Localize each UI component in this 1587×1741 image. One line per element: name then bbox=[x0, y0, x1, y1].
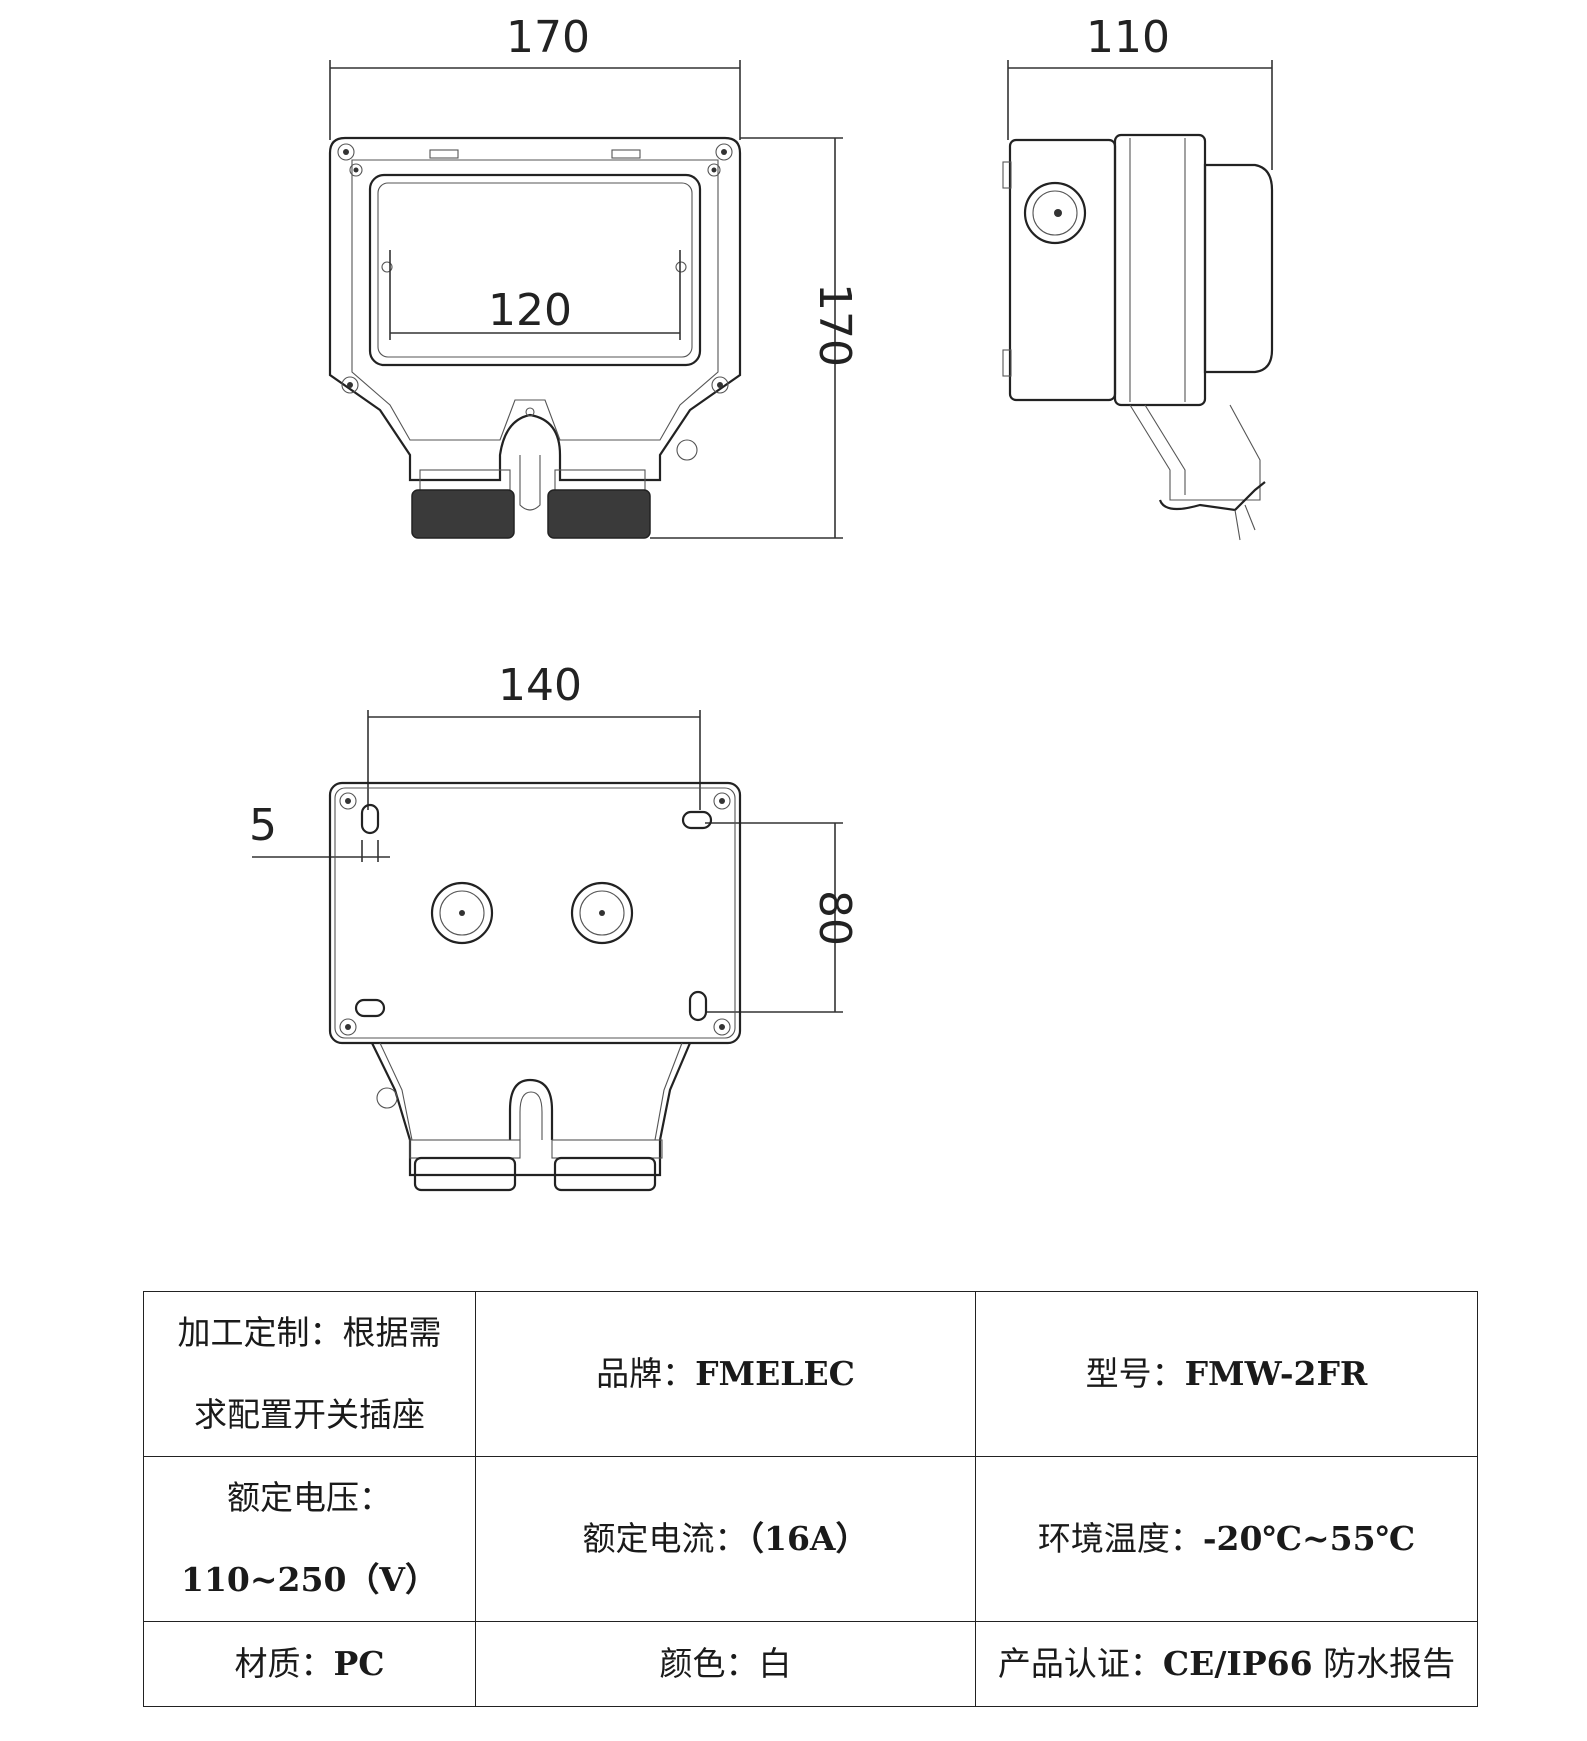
custom-label: 加工定制： bbox=[177, 1313, 343, 1352]
spec-certification: 产品认证：CE/IP66 防水报告 bbox=[975, 1621, 1478, 1707]
side-depth-label: 110 bbox=[1086, 12, 1170, 63]
color-value: 白 bbox=[758, 1644, 792, 1683]
front-view: 170 170 120 bbox=[328, 12, 860, 539]
front-housing bbox=[328, 136, 742, 482]
current-label: 额定电流： bbox=[582, 1519, 748, 1558]
voltage-label: 额定电压： bbox=[227, 1478, 392, 1517]
cert-label: 产品认证： bbox=[997, 1644, 1163, 1683]
spec-material: 材质：PC bbox=[143, 1621, 476, 1707]
back-slot-label: 5 bbox=[249, 800, 277, 851]
temp-value: -20℃~55℃ bbox=[1202, 1519, 1416, 1558]
spec-table: 加工定制：根据需 求配置开关插座 品牌：FMELEC 型号：FMW-2FR 额定… bbox=[143, 1291, 1478, 1707]
color-label: 颜色： bbox=[659, 1644, 759, 1683]
front-height-label: 170 bbox=[809, 283, 860, 367]
brand-label: 品牌： bbox=[596, 1354, 696, 1393]
front-width-label: 170 bbox=[506, 12, 590, 63]
side-view: 110 bbox=[1002, 12, 1274, 541]
spec-current: 额定电流：（16A） bbox=[475, 1456, 976, 1622]
voltage-value: 110~250（V） bbox=[180, 1560, 439, 1599]
spec-brand: 品牌：FMELEC bbox=[475, 1291, 976, 1457]
material-value: PC bbox=[333, 1644, 385, 1683]
inner-width-label: 120 bbox=[488, 285, 572, 336]
spec-voltage: 额定电压： 110~250（V） bbox=[143, 1456, 476, 1622]
back-view: 140 5 80 bbox=[249, 660, 860, 1192]
current-value: （16A） bbox=[747, 1519, 869, 1558]
spec-temperature: 环境温度：-20℃~55℃ bbox=[975, 1456, 1478, 1622]
spec-row-2: 额定电压： 110~250（V） 额定电流：（16A） 环境温度：-20℃~55… bbox=[143, 1456, 1478, 1622]
front-glands bbox=[411, 469, 651, 539]
spec-custom: 加工定制：根据需 求配置开关插座 bbox=[143, 1291, 476, 1457]
spec-color: 颜色：白 bbox=[475, 1621, 976, 1707]
cert-suffix: 防水报告 bbox=[1323, 1644, 1456, 1683]
technical-drawing: 170 170 120 bbox=[249, 12, 1274, 1192]
front-screws bbox=[337, 143, 733, 394]
brand-value: FMELEC bbox=[695, 1354, 855, 1393]
custom-value-1: 根据需 bbox=[342, 1313, 442, 1352]
spec-row-3: 材质：PC 颜色：白 产品认证：CE/IP66 防水报告 bbox=[143, 1621, 1478, 1707]
back-vertical-label: 80 bbox=[809, 890, 860, 946]
back-spacing-label: 140 bbox=[498, 660, 582, 711]
custom-value-2: 求配置开关插座 bbox=[194, 1395, 425, 1434]
model-label: 型号： bbox=[1085, 1354, 1185, 1393]
temp-label: 环境温度： bbox=[1037, 1519, 1203, 1558]
model-value: FMW-2FR bbox=[1184, 1354, 1368, 1393]
material-label: 材质： bbox=[234, 1644, 334, 1683]
spec-row-1: 加工定制：根据需 求配置开关插座 品牌：FMELEC 型号：FMW-2FR bbox=[143, 1291, 1478, 1457]
spec-model: 型号：FMW-2FR bbox=[975, 1291, 1478, 1457]
cert-value: CE/IP66 bbox=[1162, 1644, 1313, 1683]
